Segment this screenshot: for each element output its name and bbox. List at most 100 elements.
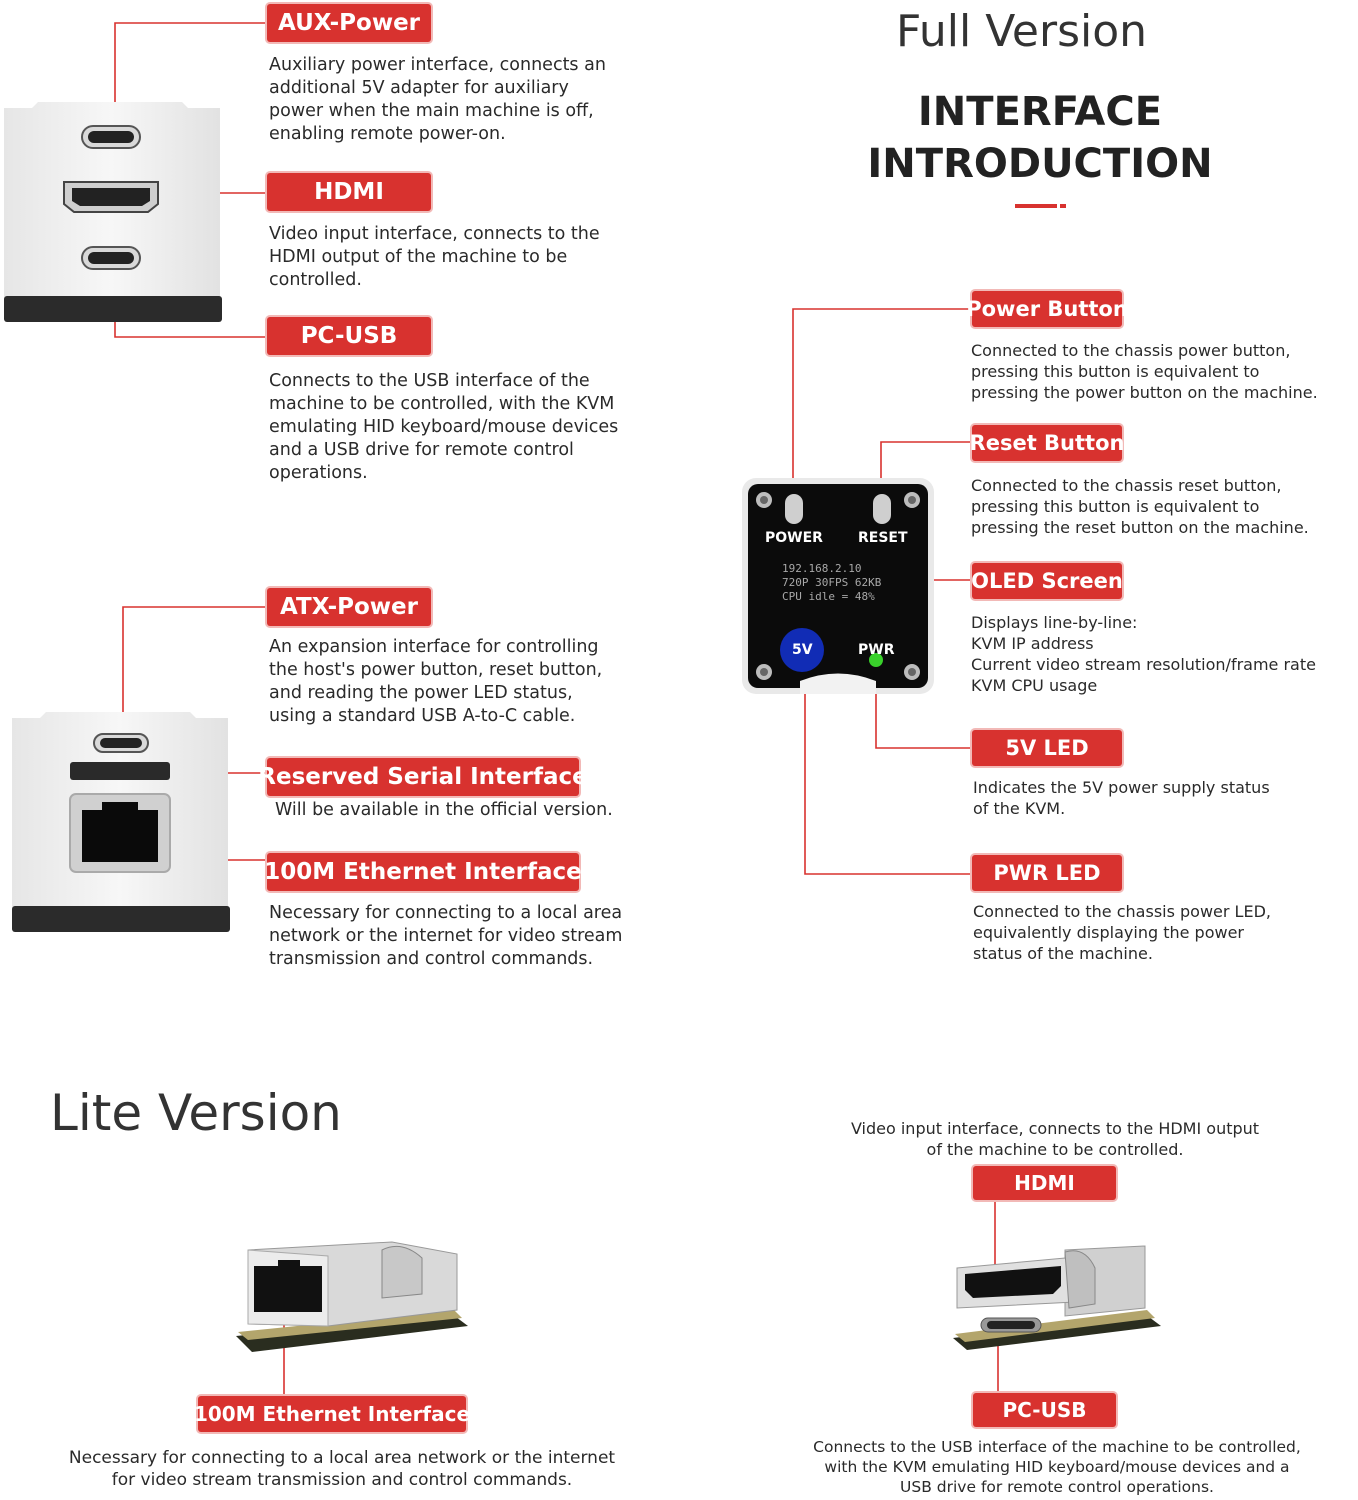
pc-usb-desc-line: emulating HID keyboard/mouse devices [269, 417, 619, 437]
pc-usb-desc-line: and a USB drive for remote control [269, 440, 574, 460]
heading-underline [1015, 204, 1057, 208]
lite-version-title: Lite Version [50, 1084, 342, 1142]
atx-power-tag: ATX-Power [267, 588, 431, 626]
lite-hdmi-label: HDMI [1014, 1171, 1075, 1195]
lite-hdmi-desc-line: of the machine to be controlled. [926, 1140, 1184, 1159]
serial-desc-line: Will be available in the official versio… [275, 800, 613, 820]
atx-desc-line: using a standard USB A-to-C cable. [269, 706, 576, 726]
aux-desc-line: power when the main machine is off, [269, 101, 594, 121]
lite-board-hdmi-view [945, 1242, 1165, 1352]
hdmi-desc-line: Video input interface, connects to the [269, 224, 600, 244]
reset-button-text: RESET [858, 530, 908, 546]
ethernet-desc-line: Necessary for connecting to a local area [269, 903, 623, 923]
kvm-device-back-view [10, 710, 232, 935]
oled-desc-line: KVM CPU usage [971, 676, 1098, 695]
oled-desc-line: Displays line-by-line: [971, 613, 1138, 632]
ethernet-description: Necessary for connecting to a local area… [269, 902, 622, 971]
kvm-device-front-panel: POWER RESET 192.168.2.10 720P 30FPS 62KB… [740, 476, 936, 698]
lite-pc-usb-description: Connects to the USB interface of the mac… [760, 1437, 1354, 1497]
oled-desc-line: Current video stream resolution/frame ra… [971, 655, 1316, 674]
atx-power-label: ATX-Power [280, 594, 418, 620]
pwr-led-label: PWR LED [993, 861, 1101, 885]
lite-ethernet-desc-line: Necessary for connecting to a local area… [68, 1448, 616, 1468]
atx-power-description: An expansion interface for controlling t… [269, 636, 602, 728]
power-button-text: POWER [765, 530, 823, 546]
led-pwr-text: PWR [858, 642, 895, 658]
power-desc-line: pressing this button is equivalent to [971, 362, 1260, 381]
power-desc-line: Connected to the chassis power button, [971, 341, 1291, 360]
kvm-device-side-view [2, 100, 224, 325]
reset-desc-line: Connected to the chassis reset button, [971, 476, 1282, 495]
hdmi-desc-line: controlled. [269, 270, 362, 290]
reset-button-label: Reset Button [969, 431, 1125, 455]
oled-line: 192.168.2.10 [782, 562, 862, 575]
pwr-led-tag: PWR LED [972, 855, 1122, 891]
lite-pcusb-desc-line: USB drive for remote control operations. [900, 1478, 1214, 1496]
ethernet-tag: 100M Ethernet Interface [264, 853, 582, 891]
heading-line: INTRODUCTION [867, 141, 1213, 187]
pc-usb-label: PC-USB [300, 323, 398, 349]
pwr-desc-line: Connected to the chassis power LED, [973, 902, 1271, 921]
5v-desc-line: of the KVM. [973, 799, 1066, 818]
oled-screen-description: Displays line-by-line: KVM IP address Cu… [971, 612, 1316, 696]
power-desc-line: pressing the power button on the machine… [971, 383, 1318, 402]
5v-led-tag: 5V LED [972, 730, 1122, 766]
pwr-desc-line: status of the machine. [973, 944, 1153, 963]
atx-desc-line: the host's power button, reset button, [269, 660, 603, 680]
lite-ethernet-tag: 100M Ethernet Interface [194, 1396, 470, 1432]
heading-line: INTERFACE [917, 89, 1163, 135]
oled-screen-label: OLED Screen [971, 569, 1123, 593]
power-button-description: Connected to the chassis power button, p… [971, 340, 1318, 403]
aux-power-tag: AUX-Power [267, 4, 431, 42]
hdmi-tag: HDMI [267, 173, 431, 211]
serial-tag: Reserved Serial Interface [258, 758, 588, 796]
lite-ethernet-label: 100M Ethernet Interface [193, 1402, 471, 1426]
pc-usb-desc-line: machine to be controlled, with the KVM [269, 394, 615, 414]
lite-pcusb-desc-line: with the KVM emulating HID keyboard/mous… [824, 1458, 1290, 1476]
lite-hdmi-description: Video input interface, connects to the H… [790, 1118, 1320, 1160]
full-version-title: Full Version [896, 6, 1148, 57]
aux-power-label: AUX-Power [277, 10, 421, 36]
oled-screen-tag: OLED Screen [971, 563, 1123, 599]
lite-hdmi-desc-line: Video input interface, connects to the H… [850, 1119, 1260, 1138]
lite-ethernet-description: Necessary for connecting to a local area… [20, 1447, 664, 1491]
power-button-tag: Power Button [966, 291, 1128, 327]
lite-pcusb-desc-line: Connects to the USB interface of the mac… [813, 1438, 1301, 1456]
lite-hdmi-tag: HDMI [973, 1166, 1116, 1200]
pc-usb-desc-line: Connects to the USB interface of the [269, 371, 590, 391]
hdmi-label: HDMI [314, 179, 384, 205]
aux-power-description: Auxiliary power interface, connects an a… [269, 54, 606, 146]
oled-desc-line: KVM IP address [971, 634, 1094, 653]
lite-board-ethernet-view [232, 1240, 472, 1370]
pwr-led-description: Connected to the chassis power LED, equi… [973, 901, 1271, 964]
atx-desc-line: and reading the power LED status, [269, 683, 573, 703]
oled-line: 720P 30FPS 62KB [782, 576, 882, 589]
pwr-desc-line: equivalently displaying the power [973, 923, 1244, 942]
reset-desc-line: pressing the reset button on the machine… [971, 518, 1309, 537]
ethernet-label: 100M Ethernet Interface [264, 859, 582, 885]
led-5v-text: 5V [792, 642, 813, 658]
atx-desc-line: An expansion interface for controlling [269, 637, 599, 657]
5v-desc-line: Indicates the 5V power supply status [973, 778, 1270, 797]
reset-button-description: Connected to the chassis reset button, p… [971, 475, 1309, 538]
serial-label: Reserved Serial Interface [258, 764, 588, 790]
interface-introduction-heading: INTERFACE INTRODUCTION [860, 86, 1220, 190]
oled-line: CPU idle = 48% [782, 590, 875, 603]
5v-led-description: Indicates the 5V power supply status of … [973, 777, 1270, 819]
aux-desc-line: enabling remote power-on. [269, 124, 506, 144]
serial-description: Will be available in the official versio… [275, 799, 613, 822]
reset-button-tag: Reset Button [969, 425, 1125, 461]
ethernet-desc-line: transmission and control commands. [269, 949, 594, 969]
oled-display: 192.168.2.10 720P 30FPS 62KB CPU idle = … [782, 562, 881, 604]
lite-pc-usb-tag: PC-USB [973, 1393, 1116, 1427]
aux-desc-line: additional 5V adapter for auxiliary [269, 78, 569, 98]
5v-led-label: 5V LED [1005, 736, 1089, 760]
hdmi-desc-line: HDMI output of the machine to be [269, 247, 568, 267]
pc-usb-desc-line: operations. [269, 463, 368, 483]
heading-underline-dot [1060, 204, 1066, 208]
pc-usb-description: Connects to the USB interface of the mac… [269, 370, 618, 485]
power-button-label: Power Button [966, 297, 1128, 321]
ethernet-desc-line: network or the internet for video stream [269, 926, 623, 946]
aux-desc-line: Auxiliary power interface, connects an [269, 55, 606, 75]
hdmi-description: Video input interface, connects to the H… [269, 223, 600, 292]
